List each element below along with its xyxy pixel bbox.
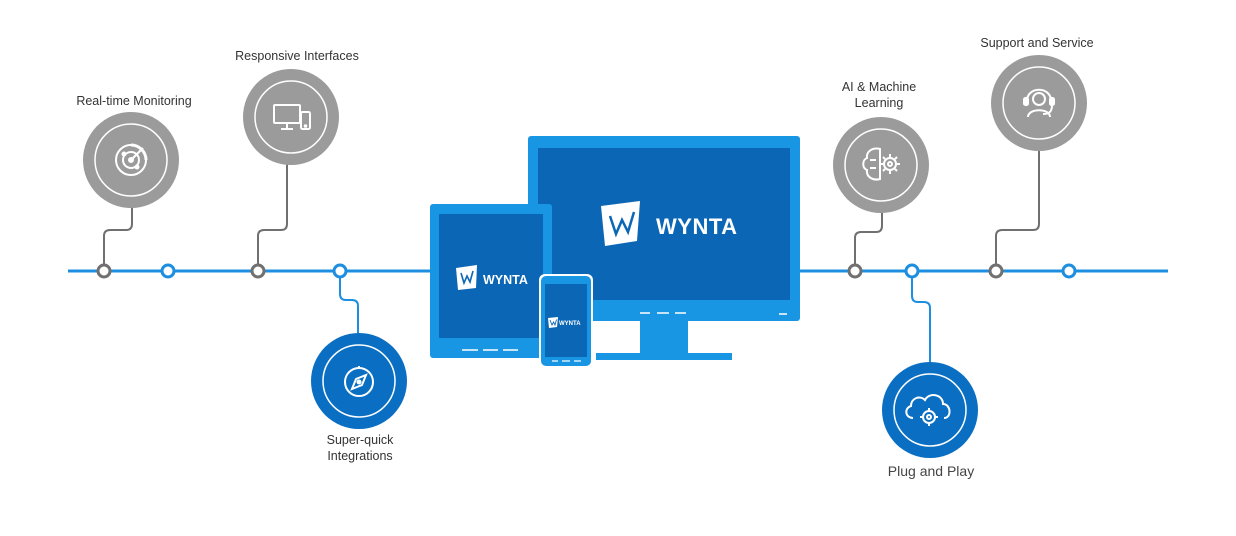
connectors bbox=[103, 148, 1040, 366]
tablet-screen bbox=[439, 214, 543, 338]
feature-plugplay bbox=[882, 362, 978, 458]
brain-gear-icon bbox=[862, 147, 900, 181]
feature-responsive bbox=[243, 69, 339, 165]
connector-ai bbox=[854, 210, 883, 271]
compass-icon bbox=[344, 366, 374, 397]
cloud-gear-icon bbox=[905, 394, 951, 426]
monitor-neck bbox=[640, 321, 688, 354]
node-gray bbox=[847, 263, 863, 279]
phone-device bbox=[539, 274, 593, 368]
feature-support bbox=[991, 55, 1087, 151]
headset-agent-icon bbox=[1023, 88, 1055, 118]
node-blue bbox=[1061, 263, 1077, 279]
label-ai: AI & Machine Learning bbox=[841, 80, 917, 110]
feature-integrations bbox=[311, 333, 407, 429]
feature-inner-ring bbox=[94, 123, 168, 197]
label-support: Support and Service bbox=[980, 36, 1094, 50]
label-integrations: Super-quick Integrations bbox=[326, 433, 394, 463]
feature-inner-ring bbox=[1002, 66, 1076, 140]
monitor-brand-wordmark: WYNTA bbox=[656, 214, 738, 239]
feature-inner-ring bbox=[322, 344, 396, 418]
wynta-logo-icon bbox=[601, 201, 640, 246]
wynta-logo-icon bbox=[548, 317, 558, 328]
connector-realtime bbox=[103, 206, 133, 271]
node-blue bbox=[160, 263, 176, 279]
monitor-base bbox=[596, 353, 732, 360]
connector-responsive bbox=[257, 160, 288, 271]
tablet-brand-wordmark: WYNTA bbox=[483, 273, 528, 287]
wynta-logo-icon bbox=[456, 265, 477, 290]
connector-support bbox=[995, 148, 1040, 271]
node-blue bbox=[904, 263, 920, 279]
timeline-nodes bbox=[96, 263, 1077, 279]
feature-circle bbox=[243, 69, 339, 165]
monitor-device bbox=[528, 136, 800, 360]
label-plugplay: Plug and Play bbox=[887, 463, 975, 479]
devices-icon bbox=[273, 104, 311, 130]
feature-inner-ring bbox=[254, 80, 328, 154]
feature-inner-ring bbox=[893, 373, 967, 447]
connector-integrations bbox=[339, 271, 359, 336]
radar-icon bbox=[115, 143, 148, 176]
node-gray bbox=[250, 263, 266, 279]
node-gray bbox=[96, 263, 112, 279]
feature-ai bbox=[833, 117, 929, 213]
node-blue bbox=[332, 263, 348, 279]
phone-brand-wordmark: WYNTA bbox=[559, 321, 581, 327]
label-responsive: Responsive Interfaces bbox=[235, 49, 359, 63]
label-realtime: Real-time Monitoring bbox=[76, 94, 192, 108]
connector-plugplay bbox=[911, 271, 931, 366]
feature-realtime bbox=[83, 112, 179, 208]
tablet-device bbox=[430, 204, 552, 358]
node-gray bbox=[988, 263, 1004, 279]
feature-circle bbox=[991, 55, 1087, 151]
feature-inner-ring bbox=[844, 128, 918, 202]
